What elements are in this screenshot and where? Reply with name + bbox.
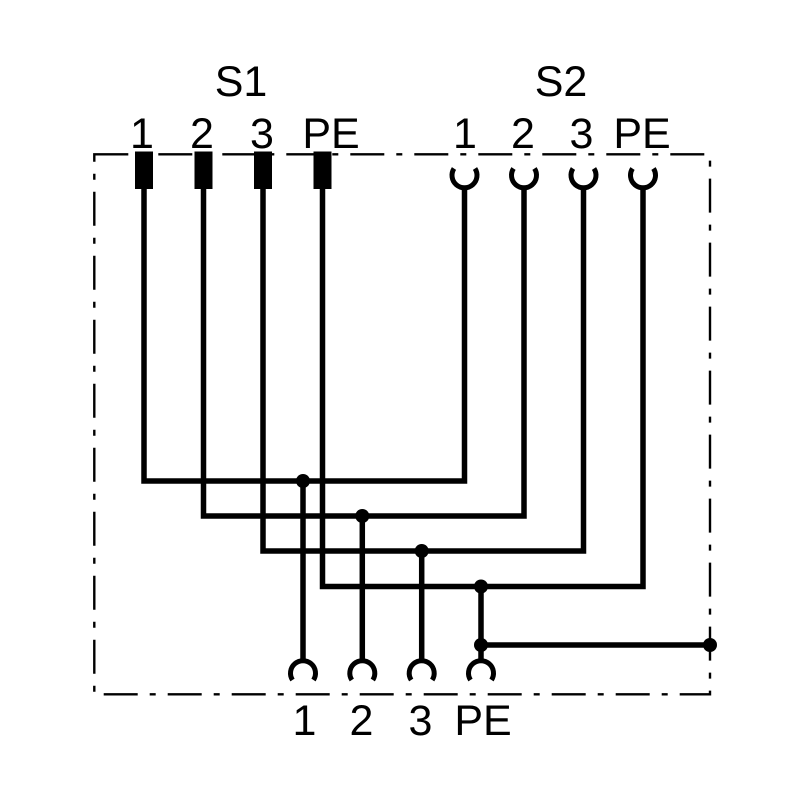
s1-pin3-contact [254,151,272,189]
s1-connector: S1 1 2 3 PE [130,58,360,189]
wire-3-s1-to-s2 [260,187,587,554]
bottom-pin1-label: 1 [293,697,317,745]
wires [141,187,710,659]
junction-dot-1 [296,474,310,488]
s1-pe-label: PE [302,110,359,158]
s1-pin3-label: 3 [250,110,274,158]
bottom-pe-socket [466,658,496,682]
s2-connector: S2 1 2 3 PE [449,58,671,191]
bottom-pin1-socket [288,658,318,682]
bottom-pin2-label: 2 [350,697,374,745]
s2-pin3-socket [568,167,599,191]
s2-pe-label: PE [613,110,670,158]
s2-pin1-label: 1 [453,110,477,158]
bottom-pin3-socket [406,658,437,682]
junction-dot-2 [355,509,370,523]
s2-pin2-socket [509,167,539,191]
s1-pin1-contact [135,151,153,189]
s1-pe-contact [313,151,332,189]
s2-title: S2 [535,58,588,106]
wire-1-s1-to-s2 [141,187,468,484]
s2-pin3-label: 3 [570,110,594,158]
s2-pin2-label: 2 [511,110,535,158]
s1-pin2-label: 2 [190,110,214,158]
junction-dots [296,474,717,652]
s1-pin1-label: 1 [130,110,154,158]
junction-dot-pe [474,579,488,594]
wire-pe-s1-to-s2 [319,187,646,590]
junction-dot-3 [414,544,429,558]
s2-pin1-socket [449,167,480,191]
wire-2-s1-to-s2 [200,187,527,519]
bottom-connector: 1 2 3 PE [288,658,512,745]
enclosure-border [93,153,712,696]
s2-pe-socket [628,167,658,191]
junction-dot-enclosure-edge [703,638,717,652]
junction-dot-pe-bus [474,638,488,652]
s1-title: S1 [215,58,268,106]
bottom-pin2-socket [347,658,378,682]
s1-pin2-contact [194,151,213,189]
bottom-pin3-label: 3 [409,697,433,745]
bottom-pe-label: PE [454,697,511,745]
